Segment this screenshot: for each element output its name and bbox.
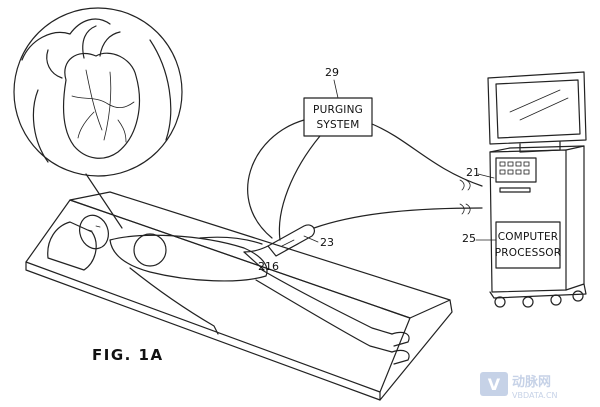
watermark: V 动脉网 VBDATA.CN: [480, 372, 558, 400]
ref-patient: 216: [258, 260, 279, 273]
computer-processor-label-line1: COMPUTER: [498, 231, 559, 243]
purging-system-label-line2: SYSTEM: [316, 119, 359, 131]
watermark-logo-icon: [480, 372, 508, 396]
figure-label: FIG. 1A: [92, 346, 164, 364]
computer-processor-label-line2: PROCESSOR: [495, 247, 562, 259]
heart-inset: [13, 7, 183, 229]
patient-figure: [47, 214, 410, 365]
control-buttons: [499, 161, 530, 175]
ref-console: 21: [466, 166, 480, 179]
purging-system: PURGING SYSTEM 29: [303, 66, 373, 137]
patient-table: [25, 191, 453, 401]
console-cart: COMPUTER PROCESSOR: [487, 71, 587, 308]
ref-computer-processor: 25: [462, 232, 476, 245]
cables: [247, 119, 483, 241]
ref-purging-system: 29: [325, 66, 339, 79]
purging-system-label-line1: PURGING: [313, 104, 363, 116]
ref-catheter: 23: [320, 236, 334, 249]
watermark-url: VBDATA.CN: [512, 391, 558, 400]
svg-text:V: V: [488, 375, 501, 394]
watermark-cn: 动脉网: [512, 374, 551, 390]
